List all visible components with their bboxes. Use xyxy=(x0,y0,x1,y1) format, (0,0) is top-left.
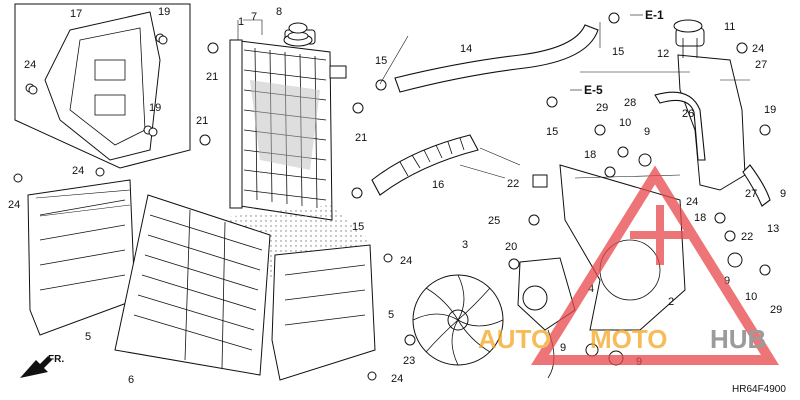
shroud-left xyxy=(13,167,136,336)
callout-18a: 18 xyxy=(584,149,596,161)
fasteners xyxy=(28,12,771,366)
callout-11: 11 xyxy=(724,21,735,33)
callout-19c: 19 xyxy=(764,104,776,116)
inset-box-bracket xyxy=(14,3,191,169)
radiator xyxy=(229,29,347,221)
callout-9a: 9 xyxy=(644,126,650,138)
callout-25: 25 xyxy=(488,215,500,227)
upper-hose xyxy=(394,24,599,93)
callout-29b: 29 xyxy=(770,304,782,316)
callout-15c: 15 xyxy=(546,126,558,138)
callout-3: 3 xyxy=(462,239,468,251)
leader-lines xyxy=(35,19,750,217)
callout-22b: 22 xyxy=(741,231,753,243)
callout-14: 14 xyxy=(460,43,472,55)
fan-motor xyxy=(517,257,576,379)
siphon-hose xyxy=(654,91,706,161)
callout-23: 23 xyxy=(403,355,415,367)
callout-24g: 24 xyxy=(686,196,698,208)
warning-triangle-icon xyxy=(531,165,779,365)
callout-24f: 24 xyxy=(752,43,764,55)
callout-24e: 24 xyxy=(391,373,403,385)
callout-15a: 15 xyxy=(375,55,387,67)
callout-13: 13 xyxy=(767,223,779,235)
callout-9e: 9 xyxy=(780,188,786,200)
callout-20: 20 xyxy=(505,241,517,253)
front-direction-indicator: FR. xyxy=(20,354,64,378)
section-references: E-1 E-5 xyxy=(570,8,664,97)
radiator-cap xyxy=(283,22,313,47)
callout-10a: 10 xyxy=(619,117,631,129)
callout-2: 2 xyxy=(668,296,674,308)
front-arrow-icon xyxy=(20,356,52,378)
callout-16: 16 xyxy=(432,179,444,191)
callout-5b: 5 xyxy=(388,309,394,321)
callout-10b: 10 xyxy=(745,291,757,303)
watermark-text-auto: AUTO xyxy=(478,324,551,354)
callout-1: 1 xyxy=(238,16,244,28)
lower-hose xyxy=(371,134,479,196)
callout-28: 28 xyxy=(624,97,636,109)
cooling-fan xyxy=(412,274,504,366)
callout-6: 6 xyxy=(128,374,134,386)
callout-24c: 24 xyxy=(8,199,20,211)
section-ref-e1: E-1 xyxy=(645,8,664,22)
callout-21b: 21 xyxy=(196,115,208,127)
tank-cap xyxy=(673,19,703,33)
front-label: FR. xyxy=(48,354,64,365)
callout-labels: 1 2 3 4 5 5 6 7 8 9 9 9 9 9 10 10 11 12 … xyxy=(8,6,786,386)
callout-7: 7 xyxy=(251,11,257,23)
callout-19b: 19 xyxy=(149,102,161,114)
watermark-text-hub: HUB xyxy=(710,324,766,354)
callout-27b: 27 xyxy=(745,188,757,200)
callout-21a: 21 xyxy=(206,71,218,83)
callout-9c: 9 xyxy=(560,342,566,354)
shroud-right xyxy=(271,244,393,381)
callout-15b: 15 xyxy=(612,46,624,58)
callout-24d: 24 xyxy=(400,255,412,267)
callout-9b: 9 xyxy=(724,275,730,287)
callout-15d: 15 xyxy=(352,221,364,233)
diagram-code: HR64F4900 xyxy=(732,384,786,395)
callout-24a: 24 xyxy=(24,59,36,71)
callout-17: 17 xyxy=(70,8,82,20)
callout-29a: 29 xyxy=(596,102,608,114)
callout-8: 8 xyxy=(276,6,282,18)
callout-24b: 24 xyxy=(72,165,84,177)
callout-27a: 27 xyxy=(755,59,767,71)
louver xyxy=(114,194,271,376)
section-ref-e5: E-5 xyxy=(584,83,603,97)
callout-4: 4 xyxy=(588,283,594,295)
callout-19a: 19 xyxy=(158,6,170,18)
callout-12: 12 xyxy=(657,48,669,60)
callout-18b: 18 xyxy=(694,212,706,224)
callout-22a: 22 xyxy=(507,178,519,190)
callout-5a: 5 xyxy=(85,331,91,343)
reserve-tank xyxy=(675,27,746,191)
overflow-hose xyxy=(742,164,771,207)
callout-21c: 21 xyxy=(355,132,367,144)
watermark: AUTO MOTO HUB xyxy=(478,165,779,365)
callout-26: 26 xyxy=(682,108,694,120)
watermark-text-moto: MOTO xyxy=(590,324,668,354)
